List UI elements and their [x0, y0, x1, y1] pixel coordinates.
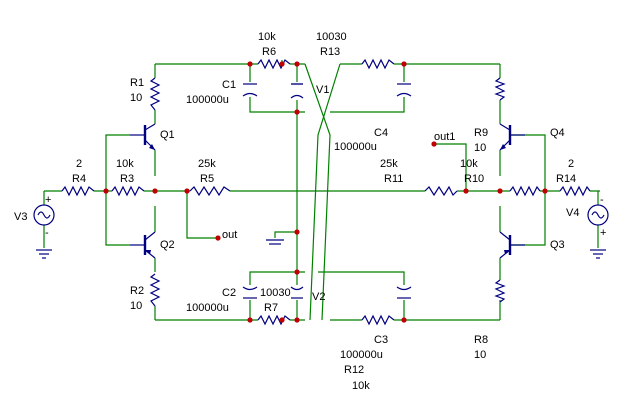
label-r10-name: R10 — [464, 173, 484, 185]
label-q4: Q4 — [550, 127, 565, 139]
resistor-r3 — [111, 185, 145, 197]
transistor-q3 — [499, 231, 525, 259]
v3-minus: - — [45, 227, 49, 239]
label-c1-value: 100000u — [186, 94, 229, 106]
resistor-r7 — [257, 314, 291, 326]
transistor-q4 — [499, 123, 525, 151]
label-c1-name: C1 — [222, 79, 236, 91]
v4-plus: + — [600, 227, 606, 239]
label-r1-name: R1 — [130, 77, 144, 89]
resistor-r1 — [149, 77, 161, 111]
capacitor-c1-small — [290, 83, 304, 99]
resistor-r10 — [509, 185, 541, 197]
label-r9-value: 10 — [474, 142, 486, 154]
label-r4-name: R4 — [72, 173, 86, 185]
label-c4-name: C4 — [374, 127, 388, 139]
label-r6-value: 10k — [258, 31, 276, 43]
capacitor-c4 — [396, 83, 412, 97]
label-r8-name: R8 — [474, 334, 488, 346]
label-c3-name: C3 — [374, 334, 388, 346]
capacitor-c2-small — [290, 286, 304, 299]
label-out: out — [222, 229, 237, 241]
label-r7-value: 10030 — [260, 287, 291, 299]
capacitor-c3 — [396, 286, 412, 299]
label-v4: V4 — [566, 207, 579, 219]
transistor-q2 — [130, 231, 156, 259]
transistor-q1 — [130, 123, 156, 151]
ground-icon — [266, 239, 284, 245]
label-v3: V3 — [14, 211, 27, 223]
nodes — [103, 61, 548, 323]
resistor-r5 — [189, 185, 231, 197]
label-r9-name: R9 — [474, 127, 488, 139]
resistor-r8 — [494, 279, 506, 303]
label-r2-name: R2 — [130, 285, 144, 297]
label-r4-value: 2 — [76, 158, 82, 170]
label-r12-name: R12 — [344, 364, 364, 376]
label-r5-value: 25k — [198, 158, 216, 170]
resistor-r9 — [494, 77, 506, 101]
label-r12-value: 10k — [352, 380, 370, 392]
label-q3: Q3 — [550, 239, 565, 251]
label-r8-value: 10 — [474, 349, 486, 361]
label-q1: Q1 — [160, 129, 175, 141]
v4-minus: - — [600, 194, 604, 206]
capacitor-c1 — [242, 83, 258, 97]
label-r3-value: 10k — [116, 158, 134, 170]
resistor-r13 — [361, 58, 395, 70]
label-r10-value: 10k — [460, 158, 478, 170]
label-v2: V2 — [312, 291, 325, 303]
label-r5-name: R5 — [200, 173, 214, 185]
resistor-r11 — [424, 185, 458, 197]
label-c2-value: 100000u — [186, 302, 229, 314]
label-r13-name: R13 — [320, 46, 340, 58]
resistor-r2 — [149, 273, 161, 307]
resistor-r12 — [361, 314, 395, 326]
label-c4-value: 100000u — [334, 141, 377, 153]
v3-plus: + — [45, 194, 51, 206]
label-r11-value: 25k — [380, 158, 398, 170]
label-c3-value: 100000u — [340, 349, 383, 361]
voltage-source-v4 — [587, 204, 609, 259]
label-r6-name: R6 — [262, 46, 276, 58]
label-q2: Q2 — [160, 239, 175, 251]
capacitor-c2 — [242, 286, 258, 299]
label-r3-name: R3 — [120, 173, 134, 185]
label-c2-name: C2 — [222, 287, 236, 299]
wires — [43, 60, 600, 321]
label-r13-value: 10030 — [316, 31, 347, 43]
label-r1-value: 10 — [130, 92, 142, 104]
label-r11-name: R11 — [384, 173, 403, 185]
label-out1: out1 — [434, 131, 455, 143]
label-r14-name: R14 — [556, 173, 576, 185]
label-r7-name: R7 — [264, 302, 278, 314]
label-r2-value: 10 — [130, 300, 142, 312]
resistors — [61, 58, 591, 326]
resistor-r14 — [559, 185, 591, 197]
resistor-r6 — [257, 58, 291, 70]
labels: R1 10 R2 10 Q1 Q2 2 R4 10k R3 25k R5 out… — [14, 31, 606, 392]
voltage-source-v3 — [33, 204, 55, 259]
label-r14-value: 2 — [568, 158, 574, 170]
transistors — [130, 123, 525, 259]
resistor-r4 — [61, 185, 95, 197]
label-v1: V1 — [316, 84, 329, 96]
